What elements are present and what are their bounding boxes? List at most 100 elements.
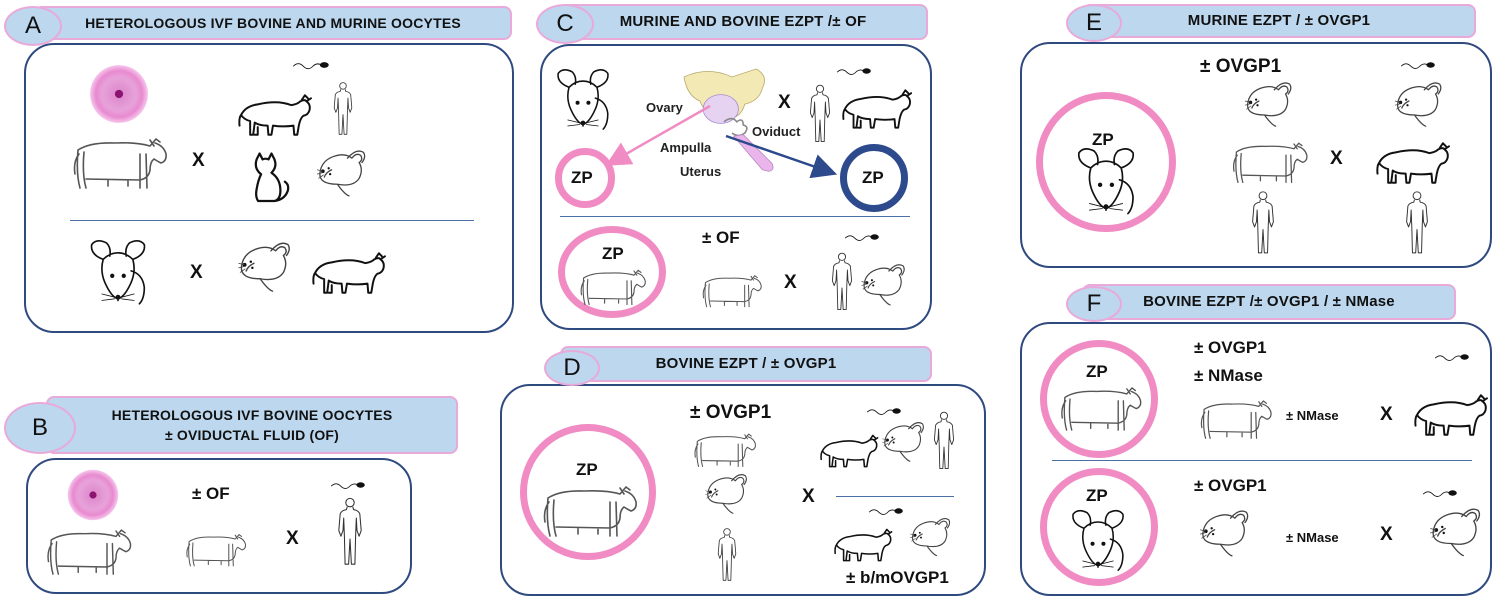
panel-b-title: HETEROLOGOUS IVF BOVINE OOCYTES ± OVIDUC…: [46, 396, 458, 454]
cow-icon: [692, 428, 758, 468]
panel-f-divider: [1052, 460, 1472, 461]
cow-icon: [1230, 136, 1310, 184]
panel-b-letter: B: [4, 402, 76, 454]
panel-d-treatment: ± OVGP1: [690, 402, 772, 423]
cow-icon: [578, 264, 648, 306]
cow-icon: [700, 270, 764, 308]
mouse-icon: [1426, 506, 1484, 566]
oocyte-icon: [66, 468, 120, 522]
zp-label: ZP: [1086, 486, 1108, 505]
panel-c-letter: C: [536, 4, 594, 44]
panel-f-title: BOVINE EZPT /± OVGP1 / ± NMase: [1082, 284, 1456, 320]
zona-pellucida-icon: [840, 144, 908, 212]
human-icon: [830, 248, 854, 316]
mouse-front-icon: [84, 238, 152, 312]
mouse-icon: [878, 420, 928, 470]
sperm-icon: [1434, 350, 1470, 364]
panel-d-title: BOVINE EZPT / ± OVGP1: [560, 346, 932, 382]
cross-symbol: X: [192, 150, 205, 171]
panel-f-lower-nmase: ± NMase: [1286, 530, 1339, 545]
zona-pellucida-icon: [558, 226, 666, 318]
uterus-label: Uterus: [680, 164, 722, 179]
zona-pellucida-icon: [520, 424, 656, 560]
bull-icon: [312, 250, 388, 296]
mouse-icon: [1196, 508, 1252, 566]
sperm-icon: [292, 58, 330, 72]
zp-label: ZP: [576, 460, 598, 479]
sperm-icon: [1422, 486, 1458, 500]
arrows: [540, 44, 932, 214]
panel-d-divider: [836, 496, 954, 497]
mouse-icon: [1390, 80, 1446, 136]
cow-icon: [540, 478, 640, 538]
cow-icon: [1058, 380, 1144, 432]
panel-a-title: HETEROLOGOUS IVF BOVINE AND MURINE OOCYT…: [34, 6, 512, 40]
bull-icon: [820, 432, 880, 470]
panel-d-footnote: ± b/mOVGP1: [846, 568, 949, 587]
zp-label: ZP: [571, 168, 593, 187]
bull-icon: [1376, 140, 1452, 186]
sperm-icon: [330, 478, 366, 492]
panel-b-treatment: ± OF: [192, 484, 230, 503]
ampulla-label: Ampulla: [660, 140, 712, 155]
mouse-icon: [858, 262, 908, 314]
sperm-icon: [1400, 58, 1436, 72]
sperm-icon: [844, 230, 880, 244]
mouse-front-icon: [1066, 508, 1130, 578]
cross-symbol: X: [1330, 148, 1343, 169]
sperm-icon: [868, 504, 904, 518]
cross-symbol: X: [778, 92, 791, 113]
panel-f-upper-nmase: ± NMase: [1286, 408, 1339, 423]
cow-icon: [184, 528, 248, 568]
cat-icon: [244, 152, 296, 204]
cross-symbol: X: [784, 272, 797, 293]
mouse-icon: [906, 516, 954, 564]
panel-a-divider: [70, 220, 474, 221]
zona-pellucida-icon: [555, 148, 615, 208]
ovary-label: Ovary: [646, 100, 683, 115]
panel-f-letter: F: [1066, 286, 1122, 322]
cross-symbol: X: [802, 486, 815, 507]
human-icon: [1250, 186, 1276, 260]
zp-label: ZP: [1092, 130, 1114, 149]
panel-c-treatment: ± OF: [702, 228, 740, 247]
panel-c-divider: [560, 216, 910, 217]
panel-a-letter: A: [4, 6, 62, 46]
panel-e-letter: E: [1066, 4, 1122, 42]
panel-d-letter: D: [544, 350, 600, 386]
cross-symbol: X: [1380, 404, 1393, 425]
oviduct-label: Oviduct: [752, 124, 801, 139]
mouse-icon: [312, 148, 370, 206]
human-icon: [716, 524, 738, 586]
human-icon: [336, 494, 364, 570]
cow-icon: [68, 130, 172, 190]
human-icon: [1404, 186, 1430, 260]
cross-symbol: X: [1380, 524, 1393, 545]
bull-icon: [1414, 392, 1490, 438]
mouse-icon: [1240, 80, 1296, 136]
mouse-icon: [700, 472, 752, 522]
mouse-icon: [234, 240, 294, 302]
panel-f-upper-treatment-ovgp1: ± OVGP1: [1194, 338, 1267, 357]
zona-pellucida-icon: [1040, 468, 1158, 586]
panel-f-lower-treatment-ovgp1: ± OVGP1: [1194, 476, 1267, 495]
zona-pellucida-icon: [1036, 92, 1176, 232]
panel-c-title: MURINE AND BOVINE EZPT /± OF: [558, 4, 928, 40]
zp-label: ZP: [862, 168, 884, 187]
zp-label: ZP: [602, 244, 624, 263]
oocyte-icon: [88, 63, 150, 125]
human-icon: [332, 80, 354, 138]
panel-f-upper-treatment-nmase: ± NMase: [1194, 366, 1263, 385]
human-icon: [932, 408, 956, 474]
zona-pellucida-icon: [1040, 340, 1158, 458]
cow-icon: [44, 522, 134, 576]
panel-e-treatment: ± OVGP1: [1200, 56, 1282, 77]
cross-symbol: X: [286, 528, 299, 549]
mouse-front-icon: [1072, 146, 1140, 222]
sperm-icon: [866, 404, 902, 418]
bull-icon: [834, 526, 894, 564]
bull-icon: [238, 92, 314, 138]
zp-label: ZP: [1086, 362, 1108, 381]
panel-e-title: MURINE EZPT / ± OVGP1: [1082, 4, 1476, 38]
cross-symbol: X: [190, 262, 203, 283]
